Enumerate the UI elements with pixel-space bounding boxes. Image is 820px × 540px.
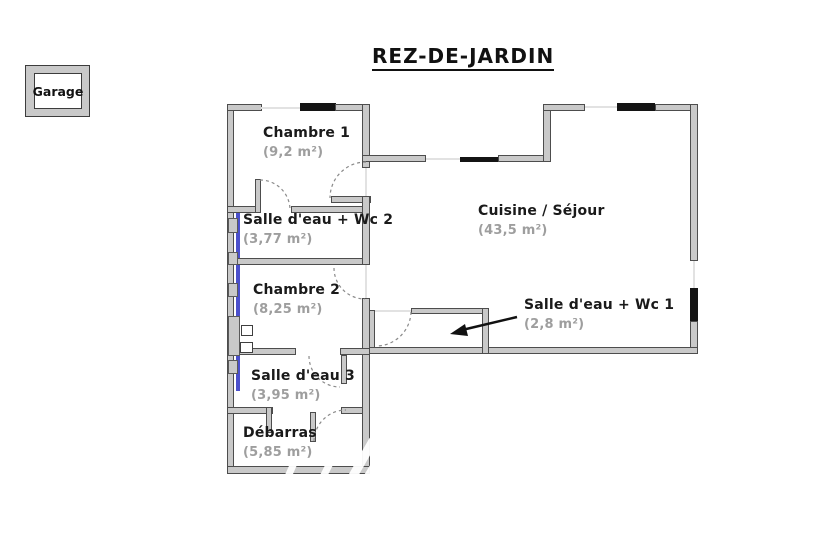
wall-segment [411,308,489,314]
door-jamb [266,407,272,433]
room-label-chambre2: Chambre 2 (8,25 m²) [253,283,340,316]
wall-segment [227,348,296,355]
room-name: Salle d'eau 3 [251,368,355,384]
glazing-line [236,213,240,258]
room-area: (5,85 m²) [243,445,313,460]
door-opening-line [375,310,411,312]
door-opening-line [365,168,367,197]
door-arc-sde-wc1 [376,311,412,347]
wall-segment [362,347,698,354]
room-label-cuisine: Cuisine / Séjour (43,5 m²) [478,204,605,237]
door-arc-debarras [313,409,347,442]
room-area: (2,8 m²) [524,317,585,332]
door-opening-line [365,265,367,298]
room-name: Cuisine / Séjour [478,203,605,219]
room-area: (8,25 m²) [253,302,323,317]
wall-nub [228,252,238,265]
room-area: (43,5 m²) [478,223,548,238]
wall-segment [227,407,273,414]
page-title: REZ-DE-JARDIN [372,44,555,71]
wall-segment [690,104,698,261]
glazing-line [236,355,240,391]
wall-segment [498,155,546,162]
door-jamb [255,179,261,213]
room-name: Chambre 1 [263,125,351,141]
room-label-sde3: Salle d'eau 3 (3,95 m²) [251,369,355,402]
garage-label: Garage [32,83,84,99]
wall-segment [543,104,585,111]
room-label-chambre1: Chambre 1 (9,2 m²) [263,126,350,159]
door-arc-chambre1-east [329,161,367,199]
wall-segment [362,155,426,162]
room-label-sde-wc1: Salle d'eau + Wc 1 (2,8 m²) [524,298,674,331]
door-arc-chambre1-south [259,179,291,211]
room-name: Salle d'eau + Wc 1 [524,297,675,313]
window-opening-line [261,107,301,109]
garage-box-inner: Garage [32,73,84,109]
wall-segment [227,466,370,474]
room-name: Salle d'eau + Wc 2 [243,212,394,228]
window-opening-line [585,106,618,108]
wall-segment [362,354,370,474]
window-bar [300,103,336,111]
wall-segment [340,348,370,355]
wall-nub [228,316,240,356]
wall-segment [543,104,551,162]
window-bar [690,288,698,321]
room-area: (9,2 m²) [263,145,324,160]
room-name: Débarras [243,425,317,441]
wall-segment [369,310,375,348]
wall-segment [227,104,262,111]
wall-nub [228,283,238,297]
glazing-line [236,265,240,348]
wall-segment [227,258,370,265]
wall-nub [228,360,238,374]
window-opening-line [426,158,460,160]
room-area: (3,77 m²) [243,232,313,247]
wall-segment [482,308,489,354]
room-area: (3,95 m²) [251,388,321,403]
window-bar [460,157,498,162]
window-opening-line [693,261,695,288]
shutter-box [241,325,253,336]
window-bar [617,103,655,111]
room-name: Chambre 2 [253,282,341,298]
shutter-box [240,342,253,353]
room-label-sde-wc2: Salle d'eau + Wc 2 (3,77 m²) [243,213,393,246]
door-jamb [341,355,347,384]
wall-nub [228,218,238,233]
room-label-debarras: Débarras (5,85 m²) [243,426,317,459]
